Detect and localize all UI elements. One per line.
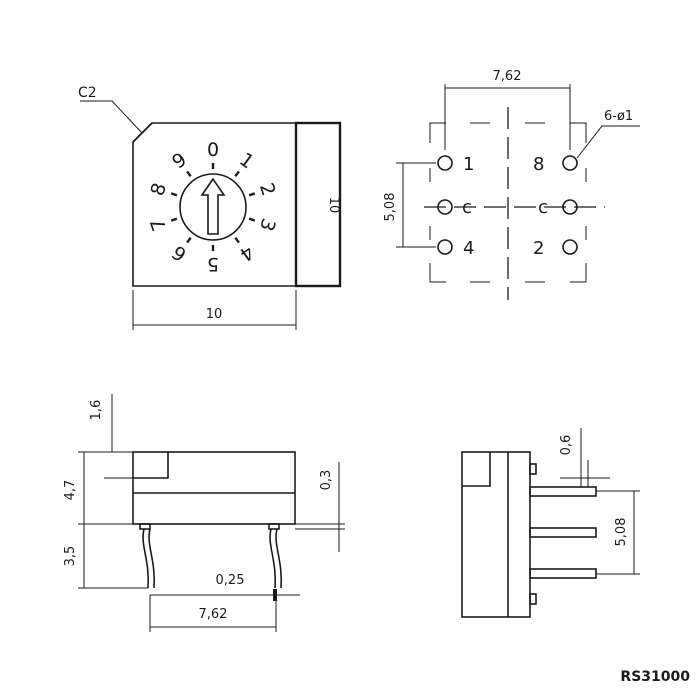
outline-corner-tr xyxy=(570,122,587,143)
end-tab-bottom xyxy=(529,593,537,605)
dial-tick-9 xyxy=(186,170,192,178)
dial-digit-8: 8 xyxy=(146,180,171,198)
arrow-icon xyxy=(200,177,226,235)
pin-hole-c-right xyxy=(562,199,578,215)
dial-digit-7: 7 xyxy=(146,215,171,233)
part-number: RS31000 xyxy=(620,669,690,685)
dial-tick-3 xyxy=(248,217,256,222)
outline-corner-tl xyxy=(429,122,446,143)
end-pin-top xyxy=(529,486,597,497)
rotary-dial xyxy=(179,173,247,241)
side-knob-step xyxy=(133,452,169,479)
lead-left-a xyxy=(142,528,150,589)
pin-hole-2 xyxy=(562,239,578,255)
dial-digit-6: 6 xyxy=(168,241,191,266)
pin-label-8: 8 xyxy=(533,154,544,175)
common-label-right: c xyxy=(538,197,548,218)
lead-length-label: 3,5 xyxy=(63,546,78,567)
end-pin-middle xyxy=(529,527,597,538)
hole-label: 6-ø1 xyxy=(604,109,633,124)
chamfer-leader xyxy=(80,100,143,134)
lead-right-a xyxy=(269,528,277,589)
pin-hole-4 xyxy=(437,239,453,255)
lead-right-b xyxy=(275,528,283,589)
side-body xyxy=(132,451,296,525)
dial-digit-9: 9 xyxy=(168,148,191,173)
dial-tick-7 xyxy=(170,217,178,222)
side-view: 1,6 4,7 3,5 0,3 0,25 7,62 xyxy=(63,394,345,632)
chamfer-edge xyxy=(132,122,153,143)
width-label: 10 xyxy=(206,307,223,322)
outline-corner-bl xyxy=(429,263,446,283)
dial-digit-4: 4 xyxy=(235,241,258,266)
pitch-label: 7,62 xyxy=(199,607,228,622)
pitch-x-label: 7,62 xyxy=(493,69,522,84)
end-pitch-label: 5,08 xyxy=(614,518,629,547)
dial-tick-4 xyxy=(234,236,240,244)
pin-label-1: 1 xyxy=(463,154,474,175)
lead-right-base xyxy=(268,523,280,530)
pin-hole-8 xyxy=(562,155,578,171)
end-tab-top xyxy=(529,463,537,475)
dial-digit-2: 2 xyxy=(255,180,280,198)
dial-tick-2 xyxy=(248,192,256,197)
lead-left-base xyxy=(139,523,151,530)
pin-hole-c-left xyxy=(437,199,453,215)
pin-thickness-label: 0,6 xyxy=(559,435,574,456)
side-housing xyxy=(294,121,342,288)
dial-ticks xyxy=(170,163,256,251)
common-label-left: c xyxy=(462,197,472,218)
body-label: 4,7 xyxy=(63,480,78,501)
outline-corner-br xyxy=(570,263,587,283)
lead-width-label: 0,25 xyxy=(216,573,245,588)
dial-tick-8 xyxy=(170,192,178,197)
pin-label-4: 4 xyxy=(463,238,474,259)
end-knob-step xyxy=(462,452,491,487)
dial-digit-1: 1 xyxy=(235,148,258,173)
pin-label-2: 2 xyxy=(533,238,544,259)
housing-height-label: 10 xyxy=(326,197,341,214)
dial-tick-6 xyxy=(186,236,192,244)
pin-hole-1 xyxy=(437,155,453,171)
pin-layout-view: 1 8 4 2 c c 7,62 5,08 6-ø1 xyxy=(383,69,640,300)
hole-leader xyxy=(576,125,640,159)
end-view: 0,6 5,08 xyxy=(461,428,640,618)
chamfer-label: C2 xyxy=(78,85,97,101)
dial-digit-5: 5 xyxy=(207,253,219,275)
end-body xyxy=(461,451,531,618)
cap-label: 1,6 xyxy=(89,400,104,421)
end-pin-bottom xyxy=(529,568,597,579)
lead-left-b xyxy=(148,528,156,589)
dial-digit-3: 3 xyxy=(255,215,280,233)
lead-width-mark xyxy=(273,589,277,601)
gap-label: 0,3 xyxy=(319,470,334,491)
pitch-y-label: 5,08 xyxy=(383,193,398,222)
dial-digit-0: 0 xyxy=(207,139,219,161)
dial-tick-1 xyxy=(234,170,240,178)
